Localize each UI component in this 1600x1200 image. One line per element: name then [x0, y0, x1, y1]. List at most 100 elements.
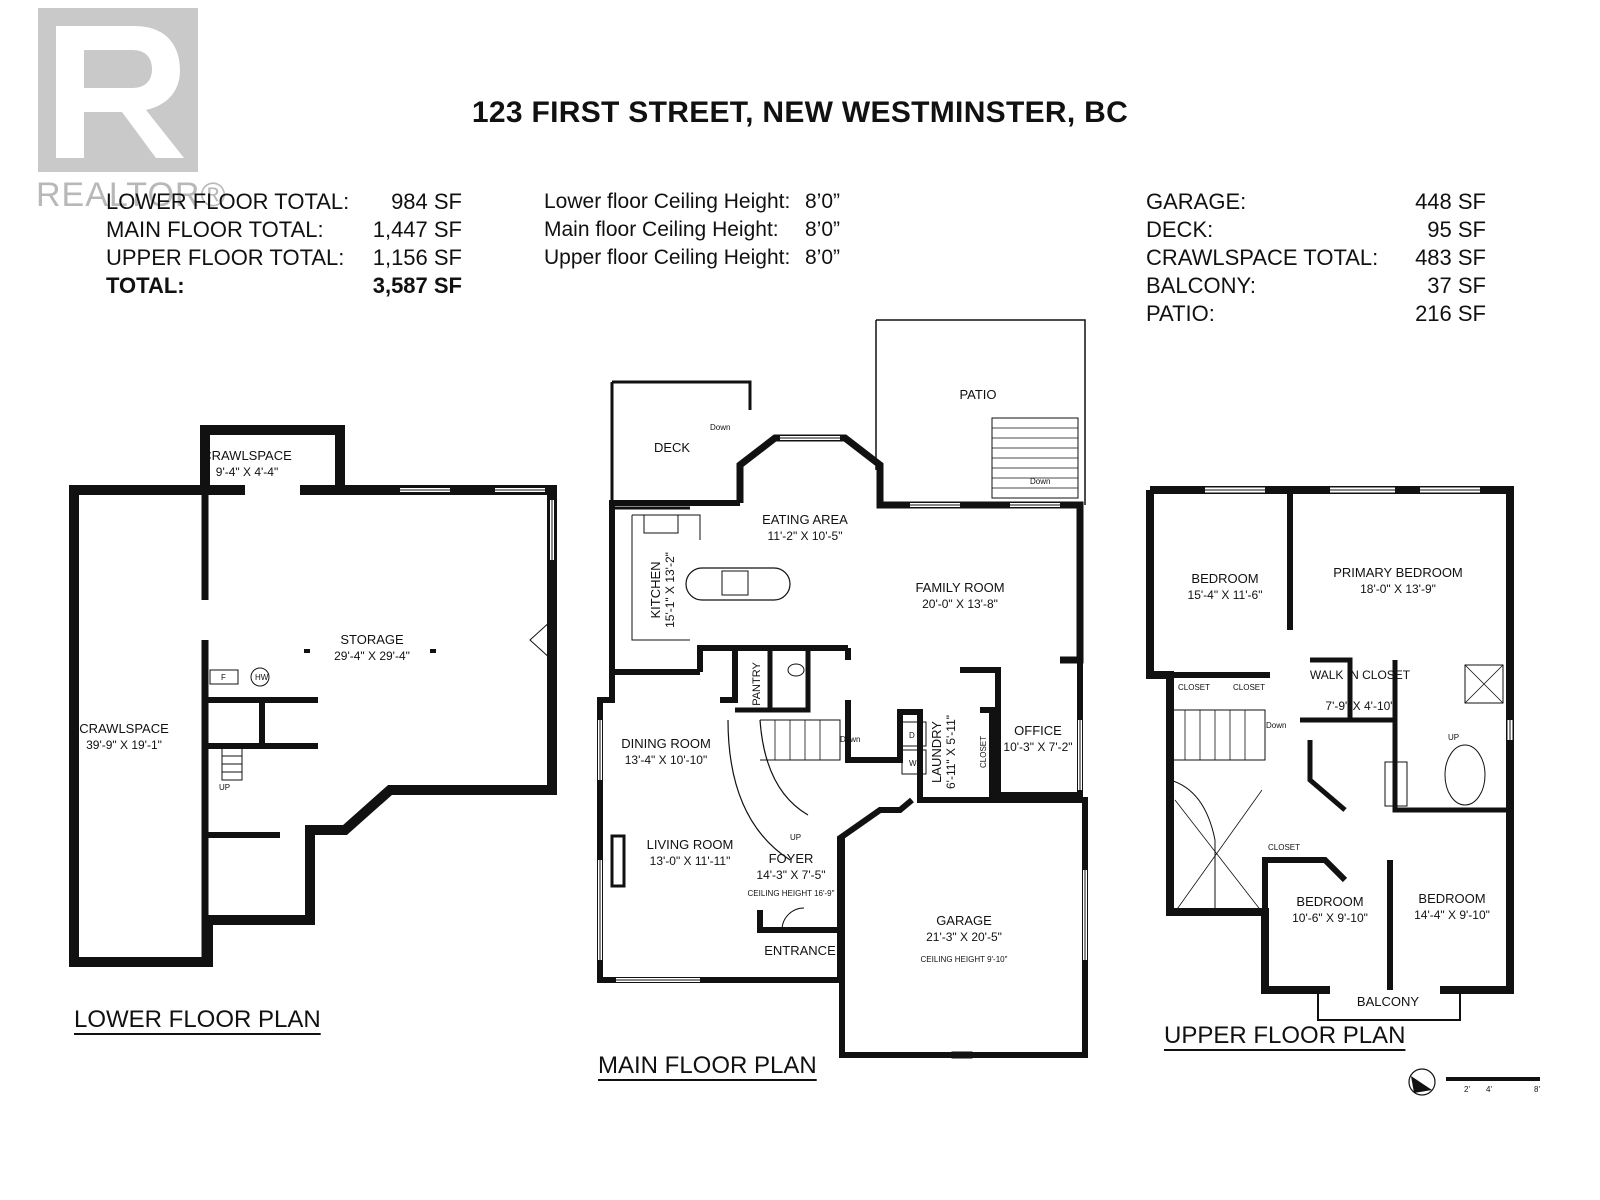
other-areas: GARAGE:448 SF DECK:95 SF CRAWLSPACE TOTA…: [1146, 188, 1486, 328]
upper-room-dim: 15'-4" X 11'-6": [1188, 588, 1263, 602]
main-room-dim: 21'-3" X 20'-5": [926, 930, 1002, 944]
floor-total-label: MAIN FLOOR TOTAL:: [106, 217, 324, 242]
area-label: DECK:: [1146, 217, 1214, 242]
ceiling-heights: Lower floor Ceiling Height:8’0” Main flo…: [544, 188, 840, 272]
powder-room-wall: [767, 648, 811, 713]
area-value: 483 SF: [1415, 245, 1486, 270]
ceiling-height-value: 8’0”: [804, 246, 840, 269]
main-window-line: [599, 437, 1086, 981]
area-row: BALCONY:37 SF: [1146, 272, 1486, 300]
ceiling-height-value: 8’0”: [804, 190, 840, 213]
floor-total-value: 1,156 SF: [372, 245, 462, 270]
cooktop: [721, 570, 749, 596]
furnace-label: F: [221, 673, 226, 682]
lower-room-dim: 39'-9" X 19'-1": [86, 738, 162, 752]
area-label: BALCONY:: [1146, 273, 1257, 298]
main-stair-treads: [774, 720, 821, 760]
area-row: DECK:95 SF: [1146, 216, 1486, 244]
area-label: GARAGE:: [1146, 189, 1247, 214]
floor-total-row: MAIN FLOOR TOTAL:1,447 SF: [106, 216, 462, 244]
main-room-dim: 13'-4" X 10'-10": [625, 753, 707, 767]
upper-room-dim: 14'-4" X 9'-10": [1414, 908, 1490, 922]
lower-window: [400, 488, 554, 560]
living-wall: [597, 672, 843, 983]
area-label: PATIO:: [1146, 301, 1215, 326]
upper-room-name: WALK IN CLOSET: [1310, 668, 1411, 682]
main-room-name: OFFICE: [1014, 723, 1062, 738]
scale-tick: 2': [1464, 1085, 1470, 1094]
area-row: PATIO: 216 SF: [1146, 300, 1486, 328]
floor-total-label: LOWER FLOOR TOTAL:: [106, 189, 350, 214]
patio-down-note: Down: [1030, 477, 1050, 486]
upper-room-name: BEDROOM: [1296, 894, 1363, 909]
floor-total-label: UPPER FLOOR TOTAL:: [106, 245, 345, 270]
page-title: 123 FIRST STREET, NEW WESTMINSTER, BC: [471, 96, 1129, 129]
scale-bar-line: [1446, 1077, 1540, 1081]
upper-stairs: [1170, 709, 1266, 761]
main-curved-stairs: [727, 719, 809, 861]
lower-stairs-up-label: UP: [219, 783, 230, 792]
realtor-logo-text: REALTOR®: [36, 176, 227, 214]
area-row: CRAWLSPACE TOTAL:483 SF: [1146, 244, 1486, 272]
balcony-railing: [1317, 990, 1461, 1021]
main-room-name: KITCHEN: [648, 561, 663, 618]
tub: [1384, 761, 1408, 807]
kitchen-counter: [631, 514, 701, 641]
floor-totals: LOWER FLOOR TOTAL:984 SF MAIN FLOOR TOTA…: [106, 188, 462, 300]
area-row: GARAGE:448 SF: [1146, 188, 1486, 216]
main-floor-plan-label: MAIN FLOOR PLAN: [598, 1052, 817, 1079]
main-room-dim: 10'-3" X 7'-2": [1003, 740, 1072, 754]
realtor-r-logo-icon: [56, 26, 184, 158]
lower-room-dim: 29'-4" X 29'-4": [334, 649, 410, 663]
hot-water-label: HW: [255, 673, 269, 682]
kitchen-sink: [643, 514, 679, 534]
lower-room-name: CRAWLSPACE: [79, 721, 169, 736]
upper-window-line: [1205, 489, 1511, 740]
eating-area-wall: [736, 434, 1084, 664]
ceiling-height-label: Upper floor Ceiling Height:: [544, 246, 791, 269]
main-floor-plan: [597, 319, 1088, 1059]
upper-down-note: Down: [1266, 721, 1286, 730]
scale-tick: 4': [1486, 1085, 1492, 1094]
main-room-name: PANTRY: [751, 662, 763, 706]
floor-total-row: LOWER FLOOR TOTAL:984 SF: [106, 188, 462, 216]
lower-door: [529, 619, 553, 661]
upper-up-note: UP: [1448, 733, 1459, 742]
area-value: 216 SF: [1415, 301, 1486, 326]
ceiling-height-label: Main floor Ceiling Height:: [544, 218, 779, 241]
patio-stair-treads: [992, 427, 1078, 489]
ceiling-height-row: Main floor Ceiling Height:8’0”: [544, 216, 840, 244]
upper-stair-treads: [1184, 710, 1246, 760]
upper-room-name: BEDROOM: [1418, 891, 1485, 906]
scale-bar: 2' 4' 8': [1408, 1068, 1540, 1096]
upper-room-dim: 10'-6" X 9'-10": [1292, 911, 1368, 925]
lower-floor-plan: [69, 425, 557, 967]
main-room-dim: 13'-0" X 11'-11": [650, 854, 731, 868]
main-room-name: FAMILY ROOM: [915, 580, 1004, 595]
entrance-door: [781, 907, 805, 931]
foyer-wall: [837, 797, 914, 930]
closet-wall: [1307, 740, 1347, 812]
kitchen-island: [685, 567, 791, 601]
office-wall: [960, 505, 1083, 798]
lower-partition: [205, 697, 318, 838]
lower-room-name: CRAWLSPACE: [202, 448, 292, 463]
ceiling-height-row: Upper floor Ceiling Height: 8’0”: [544, 244, 840, 272]
furnace-box: [209, 669, 239, 685]
open-to-below: [1174, 789, 1263, 913]
upper-room-name: BEDROOM: [1191, 571, 1258, 586]
main-straight-stairs: [760, 719, 841, 761]
garage-door-mark: [951, 1051, 973, 1059]
lower-floor-plan-label: LOWER FLOOR PLAN: [74, 1006, 321, 1033]
upper-room-name: BALCONY: [1357, 994, 1419, 1009]
main-room-name: GARAGE: [936, 913, 992, 928]
garage-ceiling-note: CEILING HEIGHT 9'-10": [921, 955, 1008, 964]
main-room-name: DECK: [654, 440, 690, 455]
scale-tick: 8': [1534, 1085, 1540, 1094]
main-room-name: DINING ROOM: [621, 736, 711, 751]
deck-down-note: Down: [710, 423, 730, 432]
upper-closet-label: CLOSET: [1178, 683, 1210, 692]
dryer: [901, 721, 927, 747]
dryer-label: D: [909, 731, 915, 740]
